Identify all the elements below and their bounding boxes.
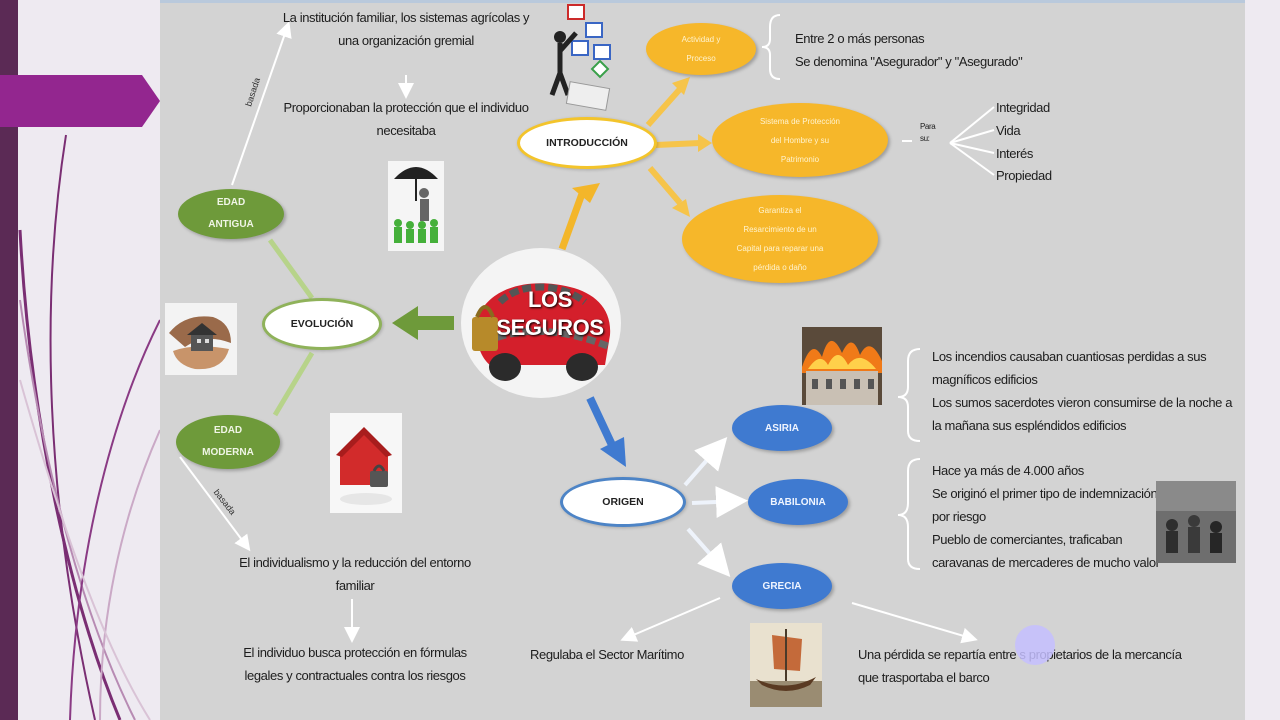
babilonia-text: Hace ya más de 4.000 años Se originó el … xyxy=(932,463,1160,570)
asiria-text: Los incendios causaban cuantiosas perdid… xyxy=(932,349,1233,433)
arrow-to-introduccion xyxy=(558,183,600,251)
node-asiria: ASIRIA xyxy=(732,405,832,451)
actividad-detail-1: Entre 2 o más personas xyxy=(795,31,925,46)
antigua-text-2: Proporcionaban la protección que el indi… xyxy=(283,100,529,138)
flowchart-person-icon xyxy=(549,4,611,111)
house-lock-icon xyxy=(330,413,402,513)
para-item-integridad: Integridad xyxy=(996,100,1050,115)
arrow-to-origen xyxy=(586,396,626,467)
node-actividad-proceso: Actividad y Proceso xyxy=(646,23,756,75)
historic-photo-image xyxy=(1156,481,1236,563)
node-origen: ORIGEN xyxy=(560,477,686,527)
moderna-text-2: El individuo busca protección en fórmula… xyxy=(243,645,467,683)
node-introduccion: INTRODUCCIÓN xyxy=(517,117,657,169)
slide-tab-arrow xyxy=(0,75,160,127)
burning-building-image xyxy=(802,327,882,405)
top-border-line xyxy=(160,0,1245,3)
arrow-to-garantia xyxy=(647,166,690,217)
grecia-left-text: Regulaba el Sector Marítimo xyxy=(530,647,684,662)
greek-ship-image xyxy=(750,623,822,707)
hands-house-icon xyxy=(165,303,237,375)
arrow-to-evolucion xyxy=(392,306,454,340)
moderna-text-1: El individualismo y la reducción del ent… xyxy=(239,555,471,593)
slide-right-margin xyxy=(1245,0,1280,720)
actividad-detail-2: Se denomina "Asegurador" y "Asegurado" xyxy=(795,54,1023,69)
antigua-text-1: La institución familiar, los sistemas ag… xyxy=(282,10,530,48)
center-title-line1: LOS xyxy=(527,287,573,312)
para-su-label: Para su: xyxy=(920,122,936,143)
umbrella-family-icon xyxy=(388,161,444,251)
center-title-line2: SEGUROS xyxy=(496,315,604,340)
node-edad-moderna: EDAD MODERNA xyxy=(176,415,280,469)
decorative-curves xyxy=(18,134,160,720)
node-babilonia: BABILONIA xyxy=(748,479,848,525)
concept-map: LOS SEGUROS INTRODUCCIÓN Actividad y Pro… xyxy=(160,3,1245,720)
slide-left-panel xyxy=(0,0,160,720)
node-grecia: GRECIA xyxy=(732,563,832,609)
para-item-propiedad: Propiedad xyxy=(996,168,1052,183)
cursor-highlight-dot xyxy=(1015,625,1055,665)
arrow-to-actividad xyxy=(645,77,690,127)
connector-lines xyxy=(179,14,995,644)
node-evolucion: EVOLUCIÓN xyxy=(262,298,382,350)
node-edad-antigua: EDAD ANTIGUA xyxy=(178,189,284,239)
node-sistema-proteccion: Sistema de Protección del Hombre y su Pa… xyxy=(712,103,888,177)
node-garantia: Garantiza el Resarcimiento de un Capital… xyxy=(682,195,878,283)
left-accent-bar xyxy=(0,0,18,720)
car-chains-image xyxy=(461,248,621,398)
para-item-interes: Interés xyxy=(996,146,1033,161)
para-item-vida: Vida xyxy=(996,123,1021,138)
arrow-to-sistema xyxy=(655,134,712,152)
